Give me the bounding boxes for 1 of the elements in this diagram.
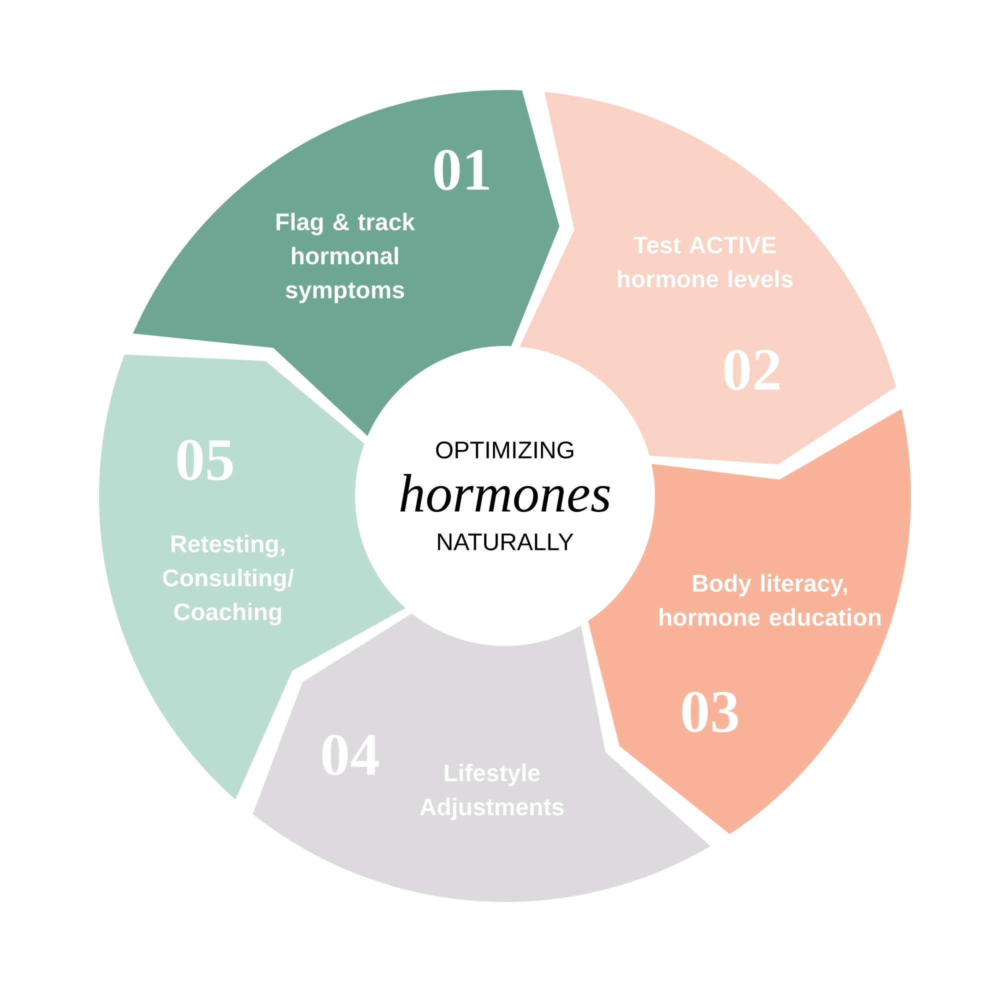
cycle-segment: 01 Flag & track hormonal symptoms <box>132 90 560 436</box>
